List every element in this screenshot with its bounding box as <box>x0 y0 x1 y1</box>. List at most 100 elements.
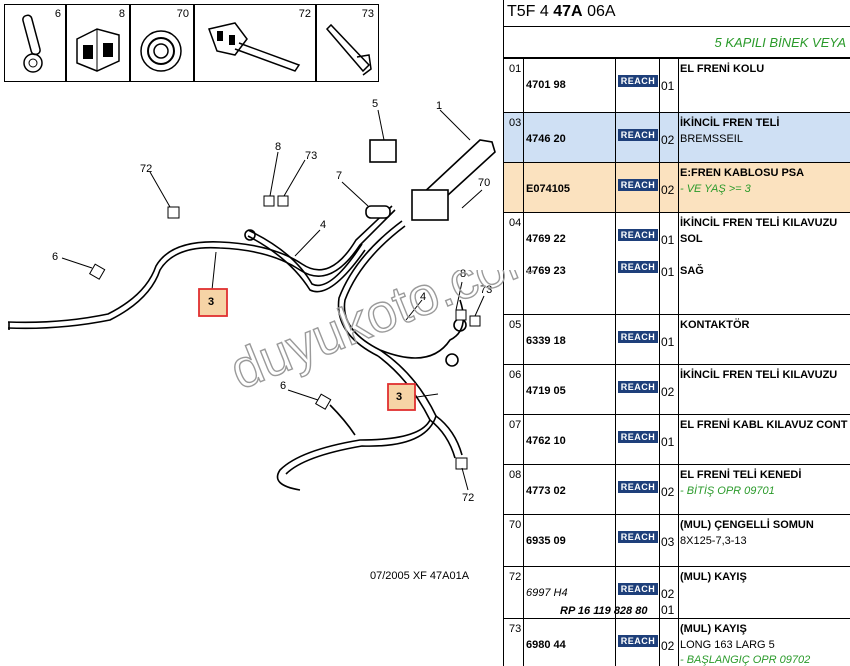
part-description: (MUL) ÇENGELLİ SOMUN <box>680 519 814 531</box>
part-number: 4762 10 <box>526 435 566 447</box>
column-divider <box>678 619 679 666</box>
part-description: (MUL) KAYIŞ <box>680 571 747 583</box>
column-divider <box>523 619 524 666</box>
reach-badge: REACH <box>618 129 658 141</box>
reach-badge: REACH <box>618 431 658 443</box>
part-ref: 03 <box>509 117 522 129</box>
replacement-part-number: RP 16 119 828 80 <box>560 605 648 617</box>
thumbnail-clip-6[interactable]: 6 <box>4 4 66 82</box>
column-divider <box>678 515 679 566</box>
column-divider <box>659 465 660 514</box>
column-divider <box>678 315 679 364</box>
part-quantity: 01 <box>661 79 675 93</box>
part-number: 6980 44 <box>526 639 566 651</box>
callout-70: 70 <box>478 177 491 189</box>
diagram-reference-code: 07/2005 XF 47A01A <box>370 570 470 582</box>
part-number: 6339 18 <box>526 335 566 347</box>
thumbnail-nut-70[interactable]: 70 <box>130 4 194 82</box>
reach-badge: REACH <box>618 75 658 87</box>
part-description: (MUL) KAYIŞ <box>680 623 747 635</box>
part-ref: 01 <box>509 63 522 75</box>
thumbnail-label: 72 <box>298 8 311 20</box>
column-divider <box>659 163 660 212</box>
part-ref: 70 <box>509 519 522 531</box>
part-description: SOL <box>680 233 703 245</box>
header-prefix: T5F 4 <box>507 3 549 20</box>
column-divider <box>678 465 679 514</box>
part-description: E:FREN KABLOSU PSA <box>680 167 805 179</box>
column-divider <box>523 213 524 314</box>
column-divider <box>615 515 616 566</box>
strap-icon <box>325 23 372 76</box>
part-description: EL FRENİ KOLU <box>680 63 765 75</box>
column-divider <box>678 163 679 212</box>
reach-badge: REACH <box>618 331 658 343</box>
cable-drawing <box>7 109 496 491</box>
callout-8: 8 <box>460 268 467 280</box>
part-number: 4719 05 <box>526 385 566 397</box>
thumbnail-label: 6 <box>54 8 61 20</box>
thumbnail-strap-73[interactable]: 73 <box>316 4 379 82</box>
part-ref: 05 <box>509 319 522 331</box>
column-divider <box>615 415 616 464</box>
part-ref: 06 <box>509 369 522 381</box>
column-divider <box>678 567 679 618</box>
vehicle-variant: 5 KAPILI BİNEK VEYA <box>504 27 850 58</box>
thumbnail-strap-72[interactable]: 72 <box>194 4 316 82</box>
part-description: - BAŞLANGIÇ OPR 09702 <box>680 654 811 666</box>
part-description: LONG 163 LARG 5 <box>680 639 775 651</box>
reach-badge: REACH <box>618 481 658 493</box>
part-number: 6935 09 <box>526 535 566 547</box>
callout-3: 3 <box>396 391 403 403</box>
part-quantity: 02 <box>661 485 675 499</box>
thumbnail-label: 70 <box>176 8 189 20</box>
column-divider <box>523 113 524 162</box>
column-divider <box>659 515 660 566</box>
column-divider <box>615 59 616 112</box>
nut-icon <box>140 30 182 72</box>
part-description: İKİNCİL FREN TELİ KILAVUZU <box>680 369 838 381</box>
column-divider <box>659 619 660 666</box>
column-divider <box>615 163 616 212</box>
part-description: BREMSSEIL <box>680 133 743 145</box>
column-divider <box>523 365 524 414</box>
catalog-header: T5F 4 47A 06A <box>504 0 850 27</box>
callout-7: 7 <box>336 170 343 182</box>
column-divider <box>523 567 524 618</box>
clip-icon <box>22 14 43 73</box>
callout-5: 5 <box>372 98 379 110</box>
part-number: 4769 23 <box>526 265 566 277</box>
column-divider <box>678 113 679 162</box>
thumbnail-label: 8 <box>118 8 125 20</box>
thumbnail-clip-8[interactable]: 8 <box>66 4 130 82</box>
part-description: - BİTİŞ OPR 09701 <box>680 485 775 497</box>
callout-72: 72 <box>140 163 153 175</box>
column-divider <box>615 465 616 514</box>
column-divider <box>678 365 679 414</box>
callout-4: 4 <box>420 291 427 303</box>
thumbnail-label: 73 <box>361 8 374 20</box>
part-quantity: 01 <box>661 603 675 617</box>
part-quantity: 01 <box>661 435 675 449</box>
column-divider <box>615 567 616 618</box>
header-group: 47A <box>553 3 583 20</box>
column-divider <box>659 315 660 364</box>
reach-badge: REACH <box>618 635 658 647</box>
part-number: 4773 02 <box>526 485 566 497</box>
part-quantity: 01 <box>661 335 675 349</box>
column-divider <box>523 163 524 212</box>
part-description: 8X125-7,3-13 <box>680 535 747 547</box>
column-divider <box>659 113 660 162</box>
